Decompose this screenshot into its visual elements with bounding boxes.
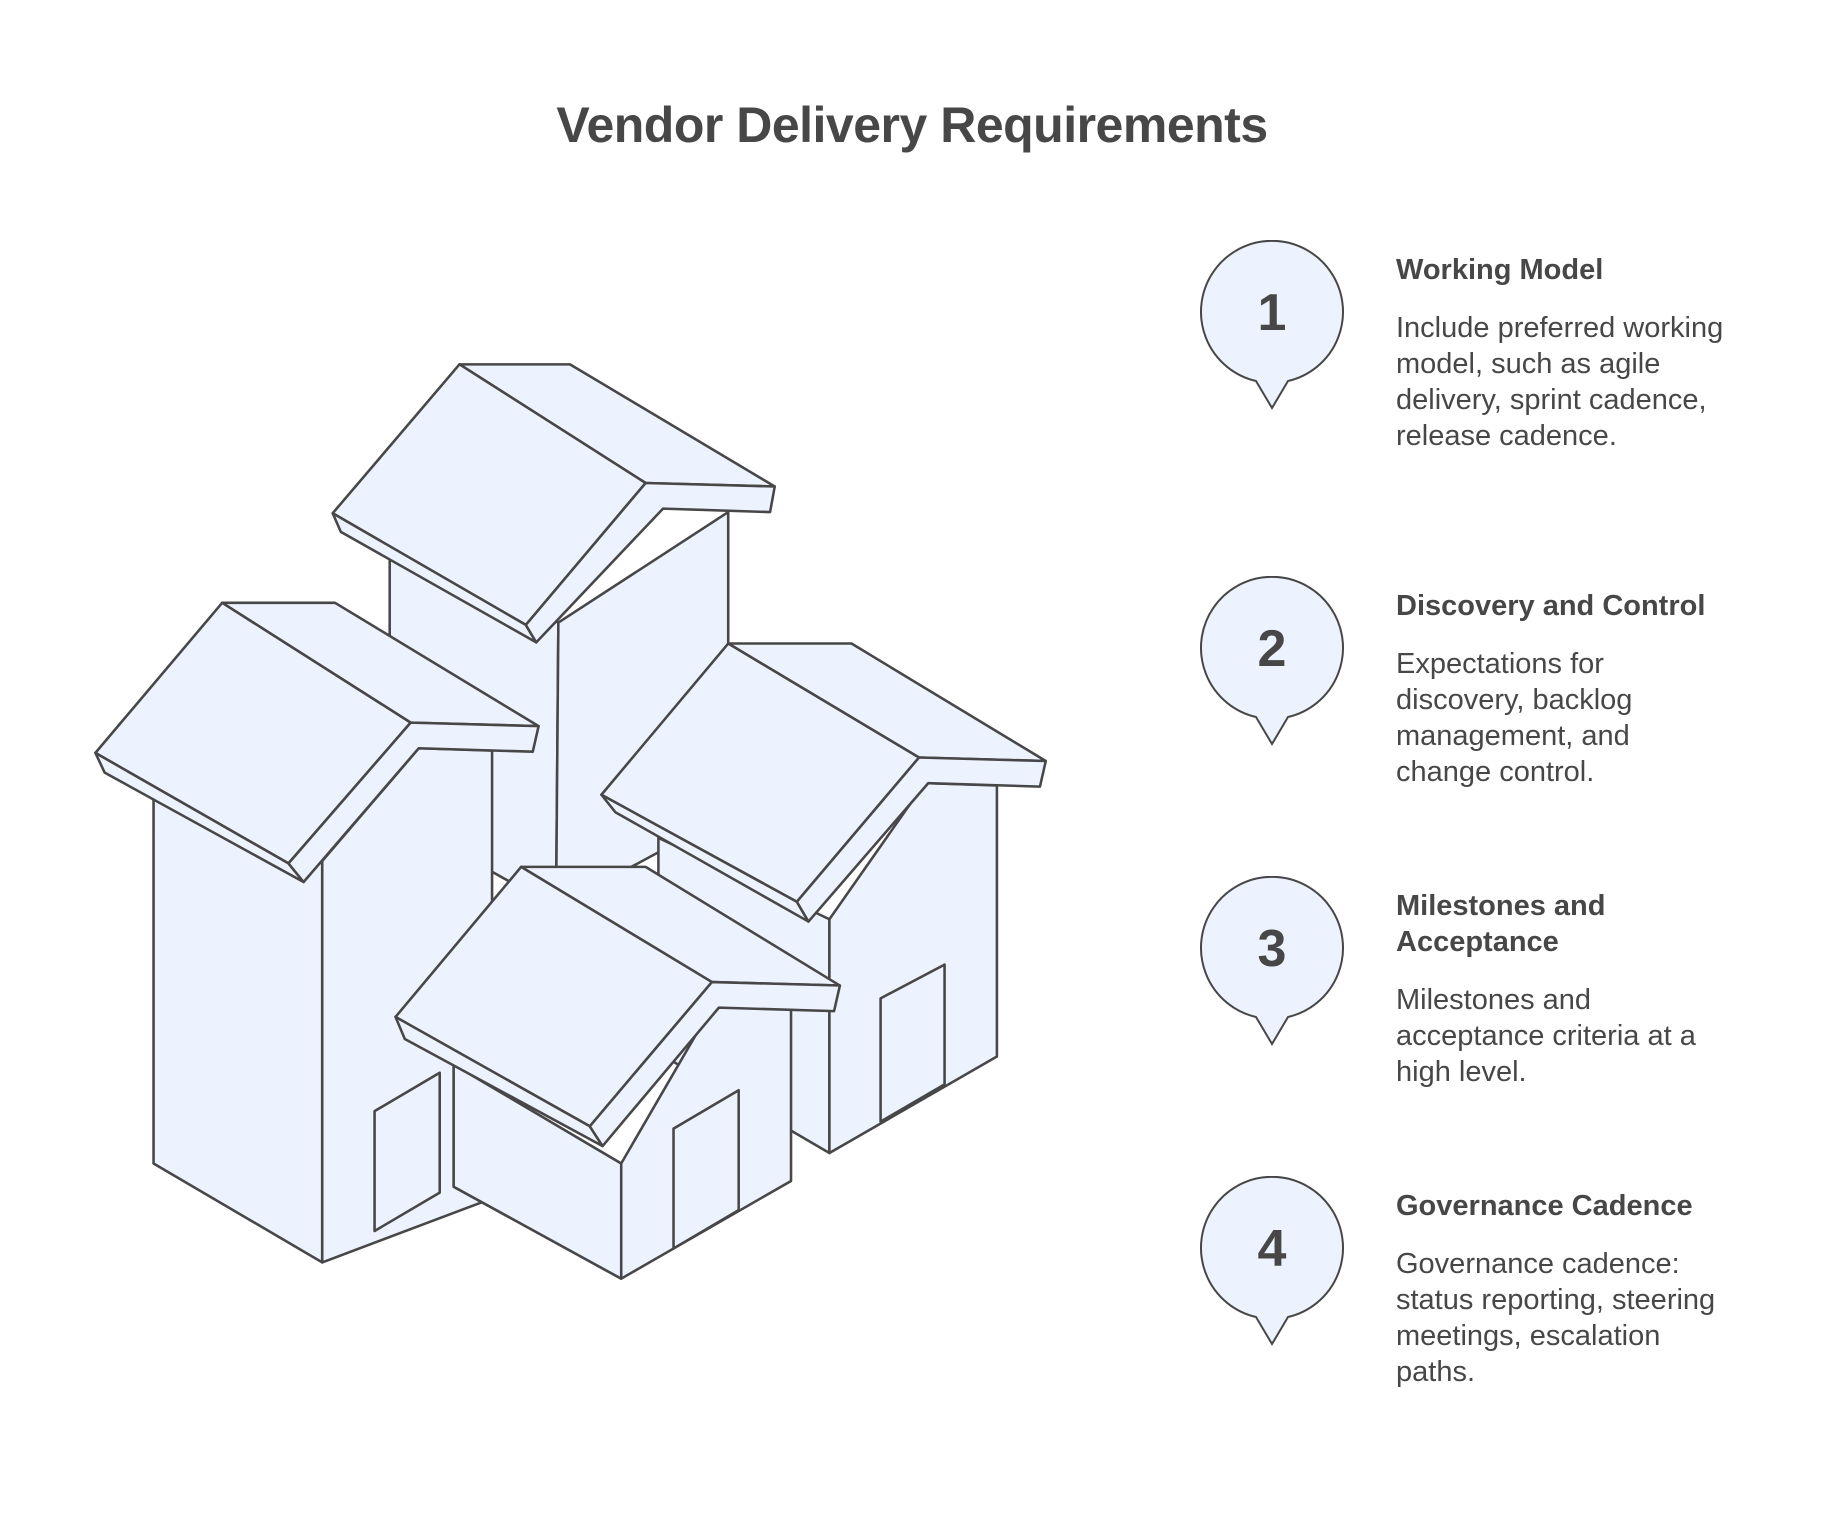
pin-shape-icon xyxy=(1200,240,1344,410)
step-marker-2: 2 xyxy=(1199,576,1345,746)
step-heading: Milestones and Acceptance xyxy=(1396,890,1606,958)
step-item-4: Governance Cadence Governance cadence: s… xyxy=(1396,1188,1726,1390)
roof-left xyxy=(94,601,540,884)
step-number: 1 xyxy=(1257,284,1287,342)
step-marker-4: 4 xyxy=(1199,1176,1345,1346)
building-front xyxy=(452,995,793,1280)
roof-tall-center xyxy=(331,363,777,644)
pin-shape-icon xyxy=(1200,1176,1344,1346)
pin-shape-icon xyxy=(1200,876,1344,1046)
step-item-1: Working Model Include preferred working … xyxy=(1396,252,1726,454)
step-heading: Discovery and Control xyxy=(1396,590,1706,622)
step-description: Include preferred working model, such as… xyxy=(1396,312,1724,452)
step-marker-3: 3 xyxy=(1199,876,1345,1046)
page-title: Vendor Delivery Requirements xyxy=(556,97,1268,153)
step-description: Milestones and acceptance criteria at a … xyxy=(1396,984,1696,1088)
pin-shape-icon xyxy=(1200,576,1344,746)
step-number: 2 xyxy=(1257,620,1287,678)
step-heading: Governance Cadence xyxy=(1396,1190,1693,1222)
step-item-2: Discovery and Control Expectations for d… xyxy=(1396,588,1726,790)
step-item-3: Milestones and Acceptance Milestones and… xyxy=(1396,888,1726,1090)
step-marker-1: 1 xyxy=(1199,240,1345,410)
roof-right xyxy=(600,642,1048,923)
step-description: Expectations for discovery, backlog mana… xyxy=(1396,648,1633,788)
step-heading: Working Model xyxy=(1396,254,1604,286)
building-left xyxy=(152,746,494,1264)
step-number: 3 xyxy=(1257,920,1287,978)
step-number: 4 xyxy=(1257,1220,1287,1278)
step-description: Governance cadence: status reporting, st… xyxy=(1396,1248,1716,1388)
roof-front xyxy=(394,865,842,1148)
